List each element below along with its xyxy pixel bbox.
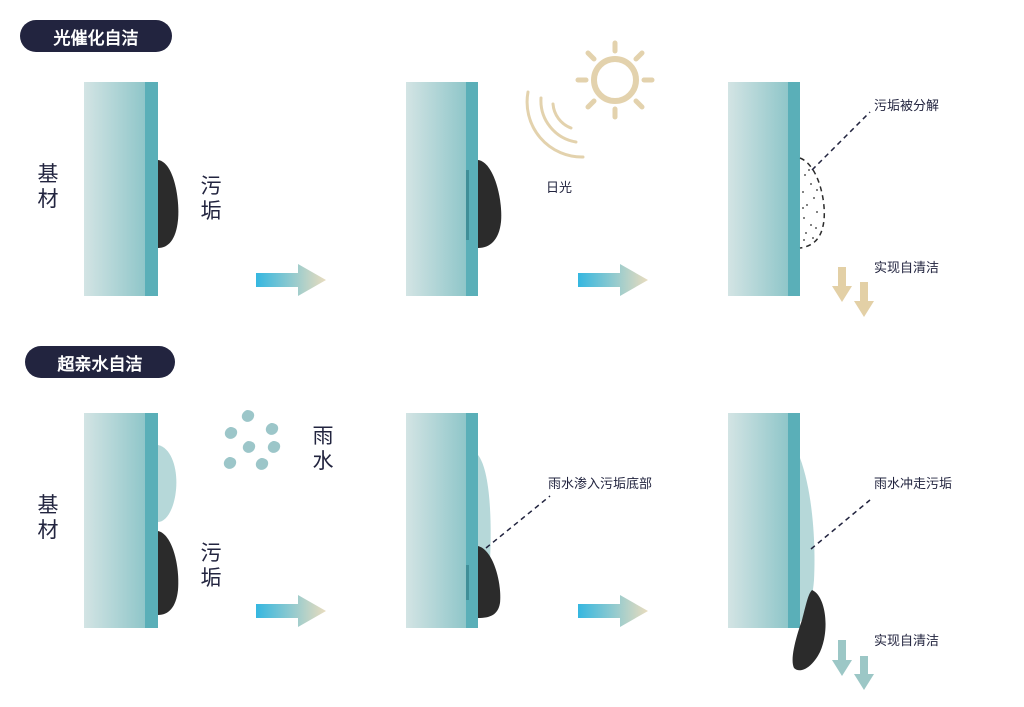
substrate-panel-3	[728, 82, 800, 296]
substrate-panel-2	[406, 82, 478, 296]
water-film-2	[800, 458, 815, 622]
flow-arrow-icon	[578, 264, 648, 296]
dirt-blob-4	[158, 531, 179, 615]
dirt-label: 污垢	[200, 541, 222, 590]
substrate-label: 基材	[37, 162, 59, 211]
section-title-photocatalytic: 光催化自洁	[20, 20, 172, 52]
dirt-label: 污垢	[200, 174, 222, 223]
dirt-contact-layer	[466, 170, 469, 240]
callout-line-decompose	[811, 111, 871, 171]
flow-arrow-icon	[256, 595, 326, 627]
decomposed-dirt-outline	[799, 157, 826, 249]
substrate-panel-4	[84, 413, 158, 628]
self-clean-label: 实现自清洁	[874, 261, 940, 276]
self-clean-label: 实现自清洁	[874, 634, 940, 649]
sunlight-label: 日光	[546, 181, 573, 196]
raindrop-icon	[223, 410, 281, 470]
substrate-panel-1	[84, 82, 158, 296]
down-arrow-icon	[832, 640, 874, 690]
seep-label: 雨水渗入污垢底部	[548, 477, 653, 492]
callout-line-seep	[485, 495, 551, 549]
rain-label: 雨水	[312, 424, 334, 473]
decomposed-dirt-particles	[802, 169, 818, 241]
down-arrow-icon	[832, 267, 874, 317]
flow-arrow-icon	[256, 264, 326, 296]
water-blob-1	[158, 445, 177, 522]
section-title-superhydrophilic: 超亲水自洁	[25, 346, 175, 378]
flow-arrow-icon	[578, 595, 648, 627]
dirt-blob-5	[478, 546, 501, 618]
dirt-blob-6	[792, 590, 826, 671]
decompose-label: 污垢被分解	[874, 99, 940, 114]
dirt-contact-layer	[466, 565, 469, 600]
dirt-blob-2	[478, 160, 502, 248]
dirt-blob-1	[158, 160, 179, 248]
sunlight-wave-icon	[525, 90, 585, 159]
flush-label: 雨水冲走污垢	[874, 477, 953, 492]
substrate-label: 基材	[37, 493, 59, 542]
callout-line-flush	[810, 499, 871, 550]
substrate-panel-6	[728, 413, 800, 628]
sun-icon	[575, 40, 655, 120]
